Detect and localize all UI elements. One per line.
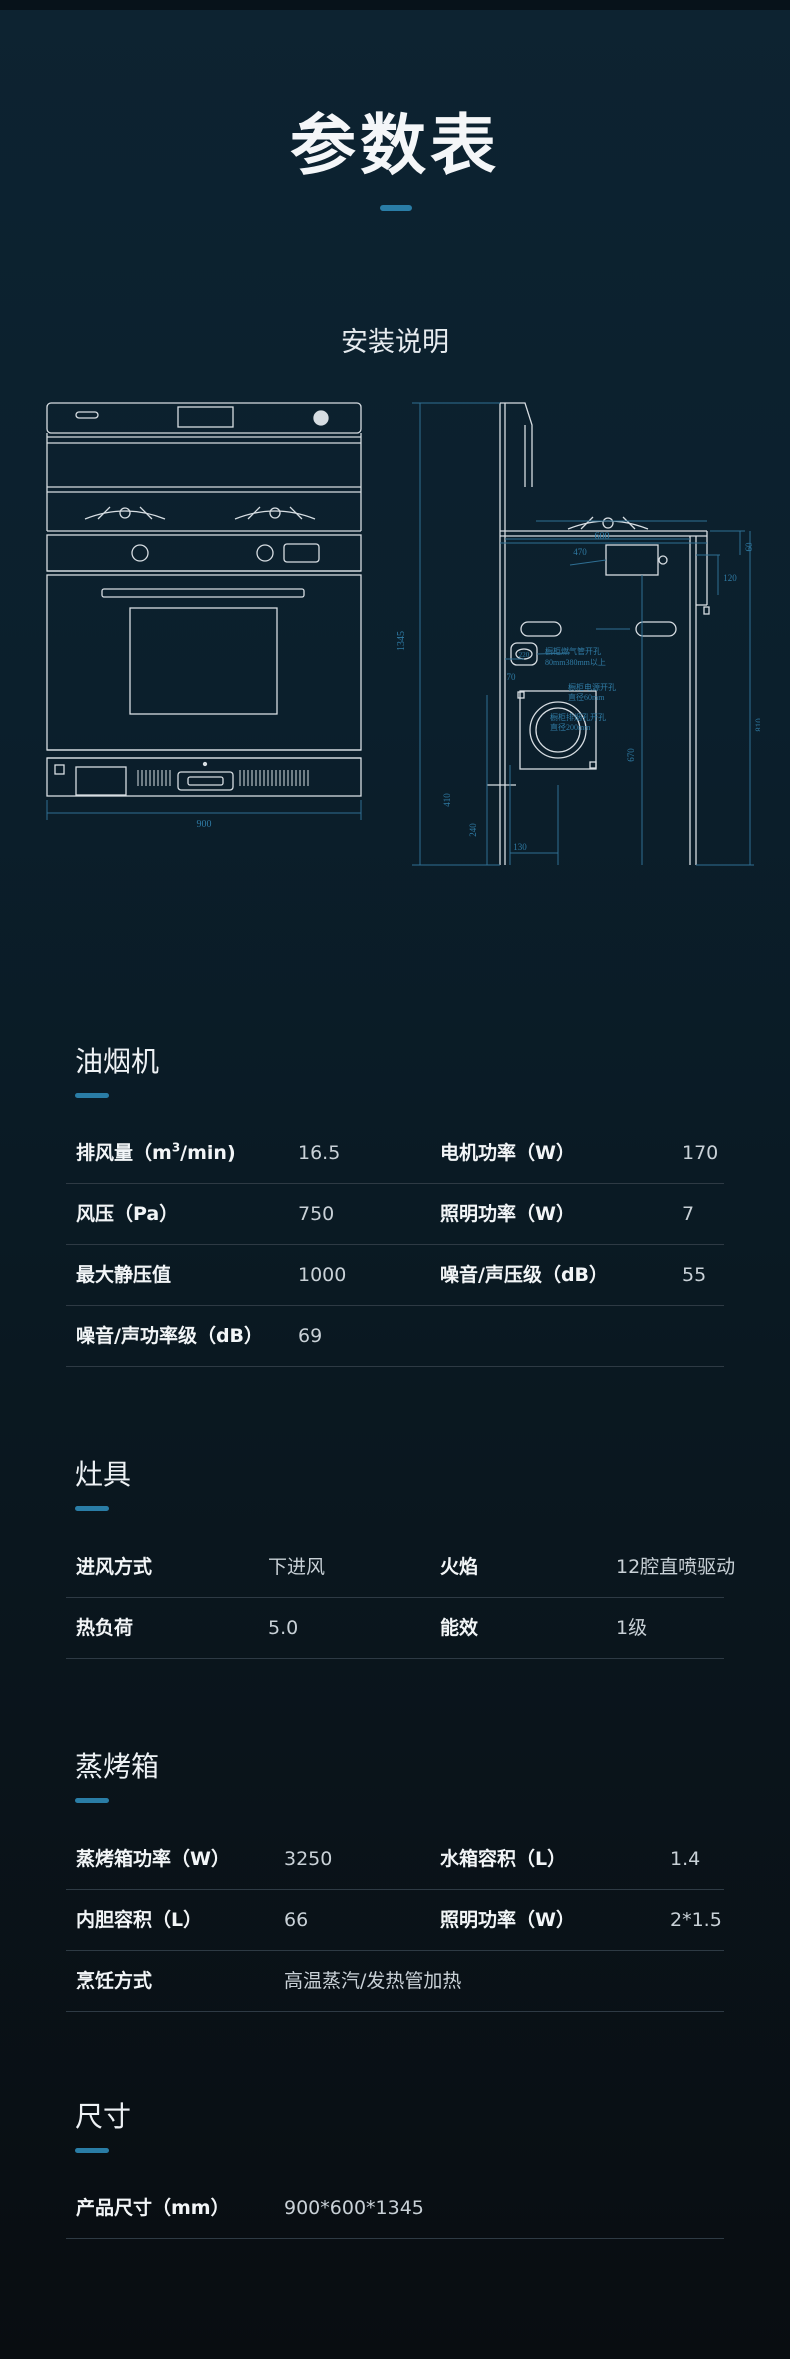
table-row: 热负荷 5.0 能效 1级 [66,1598,724,1659]
dim-130: 130 [513,842,527,852]
table-row: 蒸烤箱功率（W） 3250 水箱容积（L） 1.4 [66,1829,724,1890]
spec-label: 照明功率（W） [440,1909,575,1931]
table-row: 进风方式 下进风 火焰 12腔直喷驱动 [66,1537,735,1598]
dimensions-spec-table: 产品尺寸（mm） 900*600*1345 [66,2178,724,2239]
stove-spec-table: 进风方式 下进风 火焰 12腔直喷驱动 热负荷 5.0 能效 1级 [66,1537,735,1659]
note-exhaust-line2: 直径200mm [550,722,591,732]
section-title-dimensions: 尺寸 [75,2100,132,2133]
dim-470: 470 [573,547,587,557]
spec-value: 1000 [298,1264,347,1286]
title-accent-bar [380,205,412,211]
dim-front-width: 900 [197,819,212,830]
note-gas-line1: 橱柜燃气管开孔 [545,646,601,656]
install-instructions-heading: 安装说明 [341,327,449,358]
dim-220: 220 [519,651,530,659]
section-accent [75,1798,109,1803]
spec-label: 照明功率（W） [440,1203,575,1225]
table-row: 噪音/声功率级（dB） 69 [66,1306,724,1367]
dim-60: 60 [744,542,754,552]
spec-value: 16.5 [298,1142,341,1164]
page-title: 参数表 [290,107,500,184]
spec-label: 能效 [440,1617,479,1639]
left-burner-icon [84,506,166,520]
spec-value: 1级 [616,1617,648,1639]
spec-value: 900*600*1345 [284,2197,424,2219]
spec-value: 170 [682,1142,719,1164]
dim-120: 120 [723,573,737,583]
spec-label: 噪音/声压级（dB） [440,1264,609,1286]
note-power-line2: 直径60mm [568,692,605,702]
table-row: 风压（Pa） 750 照明功率（W） 7 [66,1184,724,1245]
dim-240: 240 [468,823,478,837]
table-row: 排风量（m3/min) 16.5 电机功率（W） 170 [66,1123,724,1184]
section-accent [75,2148,109,2153]
spec-label: 内胆容积（L） [76,1909,203,1931]
spec-value: 66 [284,1909,309,1931]
steam-oven-spec-table: 蒸烤箱功率（W） 3250 水箱容积（L） 1.4 内胆容积（L） 66 照明功… [66,1829,724,2012]
spec-value: 69 [298,1325,323,1347]
spec-label: 蒸烤箱功率（W） [76,1848,230,1870]
spec-label: 噪音/声功率级（dB） [76,1325,264,1347]
table-row: 最大静压值 1000 噪音/声压级（dB） 55 [66,1245,724,1306]
installation-drawing: 900 [46,402,760,866]
spec-label: 水箱容积（L） [440,1848,567,1870]
spec-label: 排风量（m3/min) [76,1140,236,1164]
spec-label: 进风方式 [76,1556,153,1578]
spec-value: 2*1.5 [670,1909,722,1931]
side-dimension-lines [412,402,754,866]
section-accent [75,1093,109,1098]
right-burner-icon [234,506,316,520]
range-hood-spec-table: 排风量（m3/min) 16.5 电机功率（W） 170 风压（Pa） 750 … [66,1123,724,1367]
spec-value: 高温蒸汽/发热管加热 [284,1970,462,1992]
section-title-steam-oven: 蒸烤箱 [75,1750,160,1783]
front-view [46,402,362,797]
spec-value: 5.0 [268,1617,299,1639]
spec-value: 下进风 [268,1556,326,1578]
spec-label: 烹饪方式 [76,1970,153,1992]
top-bar [0,0,790,10]
spec-label: 风压（Pa） [76,1203,179,1225]
dim-70: 70 [507,672,517,682]
dim-810: 810 [754,718,760,732]
section-accent [75,1506,109,1511]
spec-value: 3250 [284,1848,333,1870]
dim-670: 670 [626,748,636,762]
spec-label: 火焰 [440,1556,479,1578]
spec-label: 热负荷 [76,1617,134,1639]
spec-value: 7 [682,1203,695,1225]
note-power-line1: 橱柜电源开孔 [568,682,616,692]
spec-label: 最大静压值 [76,1264,172,1286]
table-row: 内胆容积（L） 66 照明功率（W） 2*1.5 [66,1890,724,1951]
spec-value: 12腔直喷驱动 [616,1556,736,1578]
note-gas-line2: 80mm380mm以上 [545,658,606,667]
section-title-range-hood: 油烟机 [75,1045,160,1078]
spec-label: 产品尺寸（mm） [76,2197,230,2219]
dim-side-height: 1345 [396,631,407,651]
dim-600: 600 [595,531,610,542]
note-exhaust-line1: 橱柜排烟孔开孔 [550,712,606,722]
spec-value: 1.4 [670,1848,701,1870]
spec-label: 电机功率（W） [440,1142,575,1164]
dim-410: 410 [442,793,452,807]
table-row: 产品尺寸（mm） 900*600*1345 [66,2178,724,2239]
side-view [487,402,710,865]
table-row: 烹饪方式 高温蒸汽/发热管加热 [66,1951,724,2012]
spec-value: 55 [682,1264,707,1286]
spec-value: 750 [298,1203,335,1225]
section-title-stove: 灶具 [75,1458,132,1491]
